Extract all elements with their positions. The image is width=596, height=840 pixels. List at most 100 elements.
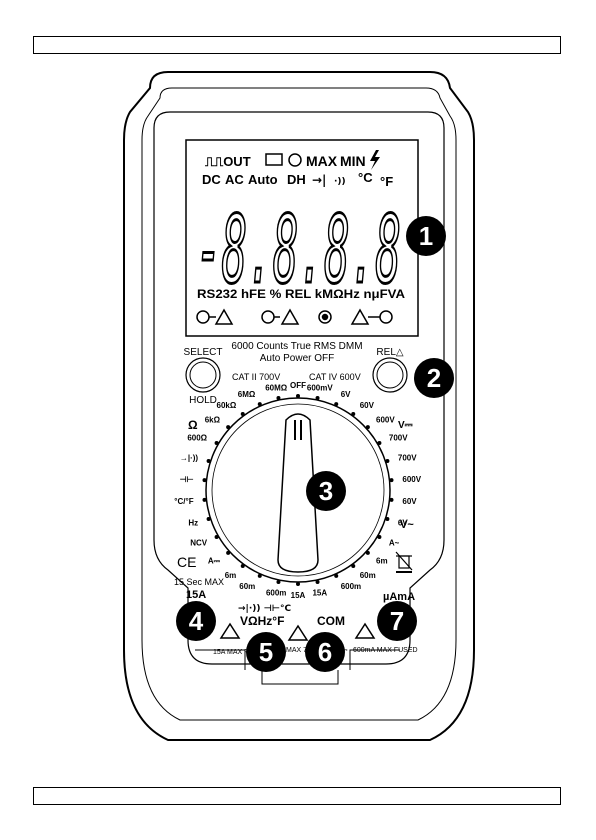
- dial-position-label[interactable]: NCV: [190, 539, 208, 548]
- svg-text:2: 2: [427, 363, 441, 393]
- dial-tick: [214, 441, 219, 445]
- callout-7: 7: [377, 601, 417, 641]
- dial-tick: [334, 573, 339, 578]
- dial-tick: [365, 550, 370, 555]
- dial-tick: [276, 579, 281, 584]
- svg-text:6: 6: [318, 637, 332, 667]
- diode-icon: →|: [312, 173, 326, 187]
- cat4-label: CAT IV 600V: [309, 372, 361, 382]
- callout-2: 2: [414, 358, 454, 398]
- dial-tick: [226, 425, 231, 430]
- dial-tick: [257, 573, 262, 578]
- bin-icon: [395, 551, 413, 573]
- lcd-dh: DH: [287, 172, 306, 187]
- dial-position-label[interactable]: A~: [389, 539, 400, 548]
- dial-position-label[interactable]: OFF: [290, 381, 306, 390]
- rotary-dial[interactable]: [205, 397, 391, 583]
- uama-label: µAmA: [383, 591, 415, 603]
- dial-position-label[interactable]: 600V: [402, 475, 421, 484]
- dial-position-label[interactable]: 6m: [225, 571, 237, 580]
- dial-tick: [385, 458, 390, 463]
- dial-tick: [206, 517, 211, 522]
- svg-text:3: 3: [319, 476, 333, 506]
- dial-tick: [334, 402, 339, 407]
- dial-tick: [315, 396, 320, 401]
- dial-tick: [257, 402, 262, 407]
- lcd-row1-out: ⎍⎍OUT: [205, 154, 251, 169]
- dial-position-label[interactable]: 600m: [341, 582, 361, 591]
- ohm-label: Ω: [188, 418, 198, 432]
- lcd-dc: DC: [202, 172, 221, 187]
- cat2-label: CAT II 700V: [232, 372, 280, 382]
- dial-position-label[interactable]: 6MΩ: [238, 390, 256, 399]
- dial-position-label[interactable]: ⊣⊢: [180, 474, 194, 484]
- dial-position-label[interactable]: A⎓: [208, 556, 221, 565]
- dial-position-label[interactable]: 6m: [376, 556, 388, 565]
- lcd-row4: RS232 hFE % REL kMΩHz nμFVA: [197, 287, 405, 301]
- dial-position-label[interactable]: 700V: [398, 454, 417, 463]
- svg-text:7: 7: [390, 606, 404, 636]
- com-label: COM: [317, 614, 345, 628]
- battery-icon: [265, 153, 283, 166]
- timer-icon: [288, 153, 302, 167]
- rel-button[interactable]: [372, 357, 408, 393]
- dial-tick: [202, 497, 207, 502]
- hold-label: HOLD: [189, 395, 217, 406]
- 15a-label: 15A: [186, 589, 206, 601]
- footer-bar: [33, 787, 561, 805]
- dial-position-label[interactable]: 60V: [360, 401, 375, 410]
- dial-position-label[interactable]: 60m: [360, 571, 376, 580]
- dial-position-label[interactable]: 600Ω: [187, 434, 207, 443]
- lcd-fahrenheit: °F: [380, 174, 393, 189]
- sec-max-label: 15 Sec MAX: [174, 577, 224, 587]
- vdc-label: V⎓: [398, 420, 413, 431]
- dial-position-label[interactable]: 60MΩ: [265, 383, 288, 392]
- dial-position-label[interactable]: °C/°F: [174, 497, 193, 506]
- dial-tick: [240, 564, 245, 569]
- lcd-min: MIN: [340, 153, 366, 169]
- lcd-celsius: °C: [358, 170, 373, 185]
- dial-position-label[interactable]: 700V: [389, 434, 408, 443]
- dial-position-label[interactable]: 60m: [239, 582, 255, 591]
- lightning-icon: [370, 150, 380, 170]
- dial-pointer: [277, 413, 319, 573]
- dial-position-label[interactable]: 15A: [291, 591, 306, 600]
- dial-position-label[interactable]: 600mV: [307, 383, 333, 392]
- dial-position-label[interactable]: 6kΩ: [205, 416, 221, 425]
- dial-tick: [385, 517, 390, 522]
- dial-tick: [240, 411, 245, 416]
- dial-tick: [389, 497, 394, 502]
- dial-position-label[interactable]: 600m: [266, 589, 286, 598]
- holster-outline: [123, 71, 475, 741]
- dial-position-label[interactable]: Hz: [188, 518, 198, 527]
- dial-position-label[interactable]: 60kΩ: [217, 401, 237, 410]
- header-bar: [33, 36, 561, 54]
- dial-position-label[interactable]: →|·)): [180, 454, 199, 463]
- dial-position-label[interactable]: 15A: [312, 589, 327, 598]
- dial-position-label[interactable]: 600V: [376, 416, 395, 425]
- bracket-lines: [195, 649, 400, 685]
- jack-indicators: [196, 308, 393, 325]
- sound-icon: ·)): [334, 177, 346, 187]
- dial-position-label[interactable]: 6V: [398, 518, 408, 527]
- warning-triangles: [219, 622, 376, 641]
- holster-inner: [141, 87, 457, 721]
- svg-text:1: 1: [419, 221, 433, 251]
- lcd-digits: -8.8.8.8: [196, 196, 401, 305]
- select-label: SELECT: [184, 347, 223, 358]
- dial-tick: [296, 394, 300, 398]
- dial-tick: [351, 564, 356, 569]
- lcd-max: MAX: [306, 153, 338, 169]
- dial-position-label[interactable]: 60V: [402, 497, 417, 506]
- dial-tick: [276, 396, 281, 401]
- dial-tick: [206, 458, 211, 463]
- dial-position-label[interactable]: 6V: [341, 390, 351, 399]
- rel-label: REL△: [376, 347, 403, 358]
- dial-tick: [226, 550, 231, 555]
- fused-15a-label: 15A MAX FUSED: [213, 649, 268, 656]
- fused-600ma-label: 600mA MAX FUSED: [353, 647, 418, 654]
- meter-body: [153, 111, 445, 665]
- select-button[interactable]: [185, 357, 221, 393]
